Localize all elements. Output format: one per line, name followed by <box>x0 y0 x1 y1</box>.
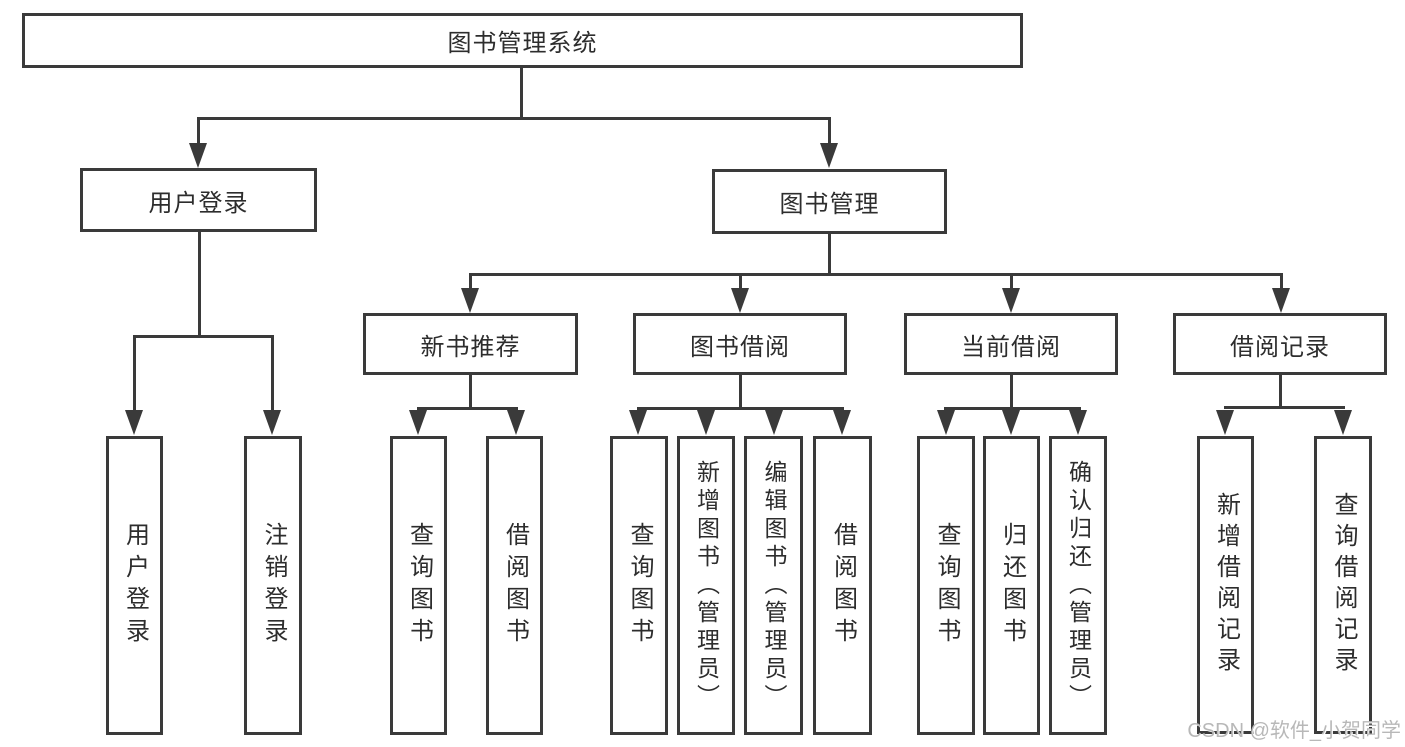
connector-user-login-shaft <box>197 117 200 145</box>
connector-new-book-children-branch <box>417 407 518 410</box>
leaf-edit-book-admin-label: 编辑图书（管理员） <box>761 459 787 712</box>
connector-current-borrow-shaft <box>1010 273 1013 290</box>
arrowhead-down-user-login <box>189 143 207 168</box>
node-book-borrow: 图书借阅 <box>633 313 847 375</box>
arrowhead-down-borrow-record <box>1272 288 1290 313</box>
node-new-book-recommend: 新书推荐 <box>363 313 578 375</box>
connector-new-book-stem <box>469 375 472 409</box>
arrowhead-down-current-borrow <box>1002 288 1020 313</box>
connector-borrow-record-shaft <box>1280 273 1283 290</box>
node-book-management-label: 图书管理 <box>779 191 880 218</box>
arrowhead-down-leaf-borrow-recommend <box>507 410 525 435</box>
leaf-query-borrow-record-label: 查询借阅记录 <box>1330 492 1357 678</box>
connector-book-borrow-stem <box>739 375 742 409</box>
connector-borrow-record-children-branch <box>1224 406 1345 409</box>
connector-new-book-shaft <box>469 273 472 290</box>
node-book-borrow-label: 图书借阅 <box>690 333 790 361</box>
arrowhead-down-leaf-confirm-return <box>1069 410 1087 435</box>
leaf-edit-book-admin: 编辑图书（管理员） <box>744 436 803 735</box>
arrowhead-down-leaf-edit-book <box>765 410 783 435</box>
connector-root-stem <box>520 68 523 117</box>
leaf-return-book-label: 归还图书 <box>998 521 1026 650</box>
leaf-confirm-return-admin-label: 确认归还（管理员） <box>1065 459 1092 712</box>
connector-book-borrow-children-branch <box>637 407 844 410</box>
connector-book-management-stem <box>828 234 831 276</box>
leaf-borrow-book: 借阅图书 <box>813 436 872 735</box>
connector-leaf-logout-shaft <box>271 335 274 412</box>
arrowhead-down-leaf-user-login <box>125 410 143 435</box>
node-user-login: 用户登录 <box>80 168 317 232</box>
leaf-logout: 注销登录 <box>244 436 302 735</box>
arrowhead-down-leaf-add-book <box>697 410 715 435</box>
leaf-borrow-book-recommend: 借阅图书 <box>486 436 543 735</box>
leaf-add-borrow-record: 新增借阅记录 <box>1197 436 1254 734</box>
leaf-borrow-book-label: 借阅图书 <box>829 521 857 650</box>
arrowhead-down-leaf-query-record <box>1334 410 1352 435</box>
leaf-user-login-label: 用户登录 <box>121 521 149 650</box>
connector-level2-branch <box>197 117 831 120</box>
leaf-logout-label: 注销登录 <box>260 521 287 650</box>
arrowhead-down-book-borrow <box>731 288 749 313</box>
leaf-return-book: 归还图书 <box>983 436 1040 735</box>
connector-book-borrow-shaft <box>739 273 742 290</box>
leaf-query-book-recommend-label: 查询图书 <box>405 521 433 650</box>
leaf-query-book-borrow-label: 查询图书 <box>626 521 653 650</box>
arrowhead-down-leaf-add-record <box>1216 410 1234 435</box>
leaf-query-book-current-label: 查询图书 <box>933 521 960 650</box>
connector-book-management-shaft <box>828 117 831 145</box>
leaf-user-login: 用户登录 <box>106 436 163 735</box>
node-current-borrow-label: 当前借阅 <box>961 333 1061 361</box>
leaf-add-book-admin: 新增图书（管理员） <box>677 436 735 735</box>
leaf-add-book-admin-label: 新增图书（管理员） <box>693 459 720 712</box>
leaf-query-borrow-record: 查询借阅记录 <box>1314 436 1372 734</box>
arrowhead-down-book-management <box>820 143 838 168</box>
node-borrow-record-label: 借阅记录 <box>1230 333 1330 361</box>
arrowhead-down-leaf-logout <box>263 410 281 435</box>
connector-level3-branch <box>469 273 1282 276</box>
arrowhead-down-leaf-return-book <box>1002 410 1020 435</box>
leaf-query-book-current: 查询图书 <box>917 436 975 735</box>
node-root: 图书管理系统 <box>22 13 1023 68</box>
connector-user-login-stem <box>198 232 201 338</box>
connector-user-login-children-branch <box>133 335 274 338</box>
leaf-query-book-borrow: 查询图书 <box>610 436 668 735</box>
leaf-borrow-book-recommend-label: 借阅图书 <box>501 521 529 650</box>
node-borrow-record: 借阅记录 <box>1173 313 1387 375</box>
leaf-query-book-recommend: 查询图书 <box>390 436 447 735</box>
arrowhead-down-leaf-borrow-book <box>833 410 851 435</box>
csdn-watermark: CSDN @软件_小贺同学 <box>1187 720 1401 742</box>
arrowhead-down-leaf-query-borrow <box>629 410 647 435</box>
connector-current-borrow-stem <box>1010 375 1013 409</box>
node-user-login-label: 用户登录 <box>148 189 249 217</box>
node-root-label: 图书管理系统 <box>447 30 598 57</box>
arrowhead-down-leaf-query-current <box>937 410 955 435</box>
connector-current-borrow-children-branch <box>944 407 1081 410</box>
connector-borrow-record-stem <box>1279 375 1282 408</box>
leaf-add-borrow-record-label: 新增借阅记录 <box>1212 492 1240 678</box>
node-current-borrow: 当前借阅 <box>904 313 1118 375</box>
connector-leaf-user-login-shaft <box>133 335 136 412</box>
arrowhead-down-new-book <box>461 288 479 313</box>
arrowhead-down-leaf-query-recommend <box>409 410 427 435</box>
node-book-management: 图书管理 <box>712 169 947 234</box>
leaf-confirm-return-admin: 确认归还（管理员） <box>1049 436 1107 735</box>
node-new-book-recommend-label: 新书推荐 <box>420 333 521 361</box>
